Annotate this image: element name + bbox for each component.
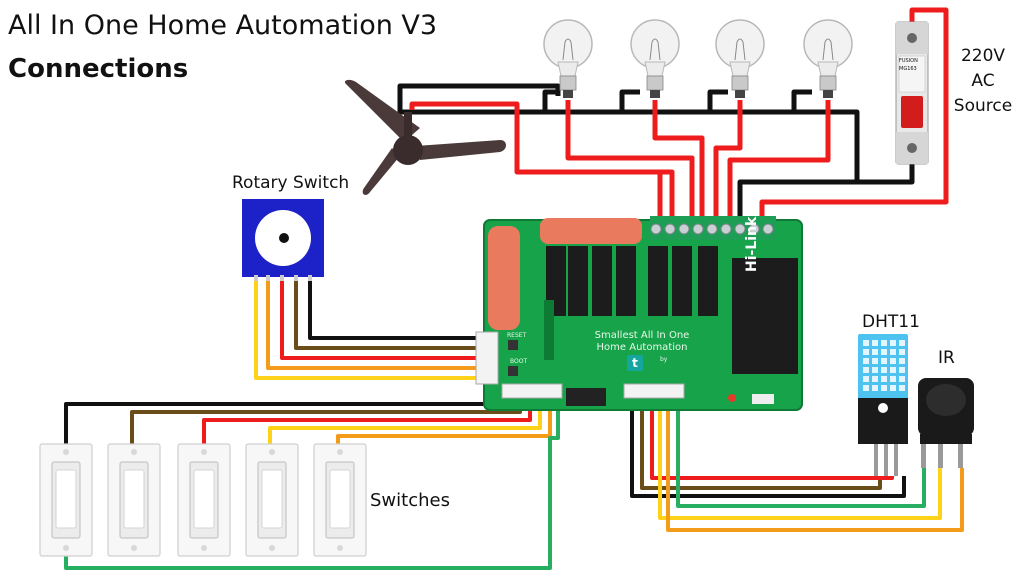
bulb1-red-wire	[565, 100, 695, 228]
screw-terminal	[664, 223, 676, 235]
fan-rod	[404, 112, 412, 138]
pcb-reset-text: RESET	[507, 332, 527, 339]
orange-capacitor	[540, 218, 642, 244]
light-bulb-icon	[803, 19, 853, 98]
switches-label: Switches	[370, 490, 450, 511]
screw-terminal	[720, 223, 732, 235]
rotary-black-wire	[308, 276, 478, 340]
dht11-label: DHT11	[862, 312, 920, 332]
rotary-red-wire	[280, 276, 478, 360]
breaker-model-text: MG163	[899, 66, 917, 72]
ceiling-fan-icon	[344, 79, 506, 195]
wall-switches	[39, 443, 367, 557]
sensor-orange-wire	[666, 392, 964, 532]
hi-link-label: Hi-Link	[744, 216, 760, 272]
relay	[568, 246, 588, 316]
light-bulb-icon	[630, 19, 680, 98]
wall-switch-icon	[313, 443, 367, 557]
screw-terminal	[678, 223, 690, 235]
pcb-logo-icon: t	[627, 355, 643, 371]
wall-switch-icon	[39, 443, 93, 557]
relay	[648, 246, 668, 316]
sensor-black-wire	[630, 392, 906, 498]
bulb1-black-drop	[542, 89, 560, 112]
rotary-switch-label: Rotary Switch	[232, 173, 350, 193]
pcb-title-text: Smallest All In One Home Automation	[594, 330, 690, 353]
switch-common-green-wire	[64, 392, 560, 570]
pcb-board	[475, 216, 803, 411]
dht11-sensor-icon	[858, 334, 908, 476]
fan-blade-top	[344, 79, 420, 142]
pcb-led	[728, 394, 736, 402]
bulbs	[543, 19, 853, 98]
fan-blade-right	[416, 140, 506, 160]
sensor-red-wire	[650, 392, 894, 480]
rotary-yellow-wire	[254, 276, 478, 380]
bulb-common-black-bus	[397, 83, 860, 182]
sensor-brown-wire	[640, 392, 882, 490]
rotary-orange-wire	[266, 276, 478, 370]
orange-capacitor-vertical	[488, 226, 520, 330]
ir-receiver-icon	[918, 378, 974, 468]
relay	[672, 246, 692, 316]
sensor-yellow-wire	[658, 392, 942, 520]
fan-hub	[393, 135, 423, 165]
pcb-by-text: by	[660, 356, 668, 363]
bulb3-black-drop	[707, 89, 728, 112]
fan-blade-left	[362, 148, 400, 195]
hi-link-module	[732, 258, 798, 374]
reset-button	[508, 340, 518, 350]
relay	[546, 246, 566, 316]
light-bulb-icon	[543, 19, 593, 98]
rotary-brown-wire	[294, 276, 478, 350]
pcb-slide-switch	[752, 394, 774, 404]
ac-source-label: 220V AC Source	[953, 46, 1013, 116]
circuit-breaker-icon	[895, 21, 929, 165]
rotary-connector	[475, 331, 499, 385]
relay	[616, 246, 636, 316]
pcb-chip	[566, 388, 606, 406]
rotary-knob-dot	[279, 233, 289, 243]
relay	[698, 246, 718, 316]
wall-switch-icon	[107, 443, 161, 557]
screw-terminal	[706, 223, 718, 235]
relay	[592, 246, 612, 316]
sensor-connector	[623, 383, 685, 399]
breaker-toggle	[901, 96, 923, 128]
switch5-orange-wire	[336, 392, 552, 444]
ac-red-live-wire	[759, 7, 949, 228]
rotary-switch-icon	[242, 199, 324, 281]
switch-connector	[501, 383, 563, 399]
wall-switch-icon	[177, 443, 231, 557]
rotary-wiring	[254, 276, 478, 380]
page-title: All In One Home Automation V3	[8, 10, 438, 41]
fan-red-wire	[409, 101, 675, 228]
bulb3-red-wire	[713, 100, 743, 228]
screw-terminal	[762, 223, 774, 235]
screw-terminal	[734, 223, 746, 235]
sensor-green-wire	[676, 392, 926, 508]
bulb2-black-drop	[619, 89, 640, 112]
pcb-boot-text: BOOT	[510, 358, 528, 365]
screw-terminal	[692, 223, 704, 235]
boot-button	[508, 366, 518, 376]
screw-terminal	[748, 223, 760, 235]
ir-label: IR	[938, 348, 955, 368]
page-subtitle: Connections	[8, 54, 189, 84]
bulb2-red-wire	[652, 100, 705, 228]
bulb4-red-wire	[727, 100, 831, 228]
ac-black-neutral-wire	[737, 160, 915, 228]
breaker-brand-text: FUSION	[899, 58, 918, 64]
wall-switch-icon	[245, 443, 299, 557]
screw-terminal	[650, 223, 662, 235]
light-bulb-icon	[715, 19, 765, 98]
bulb4-black-drop	[791, 89, 812, 112]
sensor-wiring	[630, 392, 964, 532]
